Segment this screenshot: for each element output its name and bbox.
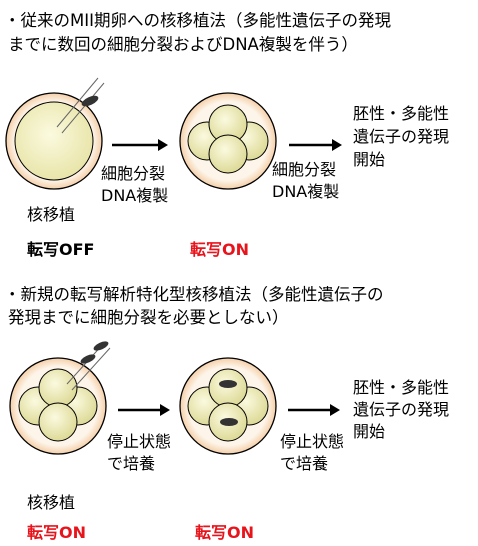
section2-result-line1: 胚性・多能性	[353, 378, 450, 397]
section1-arrow1-label-line1: 細胞分裂	[101, 164, 166, 183]
section2-result-line3: 開始	[353, 422, 386, 441]
four-cell-oocyte-2	[9, 357, 107, 455]
nucleus-3	[219, 380, 237, 388]
section1-arrow1-label-line2: DNA複製	[101, 186, 169, 205]
section2-arrow1-label-line1: 停止状態	[107, 432, 172, 451]
section1-result-line3: 開始	[353, 150, 386, 169]
arrow-1	[112, 139, 168, 151]
section1-caption: 核移植	[27, 205, 76, 224]
section1-arrow2-label-line1: 細胞分裂	[272, 160, 337, 179]
four-cell-embryo-1	[179, 92, 277, 190]
nucleus-4	[220, 418, 238, 426]
section2-arrow2-label-line1: 停止状態	[280, 432, 345, 451]
section1-heading-line1: ・従来のMII期卵への核移植法（多能性遺伝子の発現	[4, 11, 391, 30]
section1-arrow2-label-line2: DNA複製	[272, 182, 340, 201]
injection-pipette-2	[66, 341, 111, 391]
nucleus-1	[81, 95, 99, 107]
arrow-3	[118, 404, 170, 416]
section1-result-line2: 遺伝子の発現	[353, 127, 450, 146]
section1-heading-line2: までに数回の細胞分裂およびDNA複製を伴う）	[8, 35, 358, 54]
mii-oocyte-1	[5, 92, 103, 190]
section2-arrow1-label-line2: で培養	[107, 454, 156, 473]
section2-heading-line2: 発現までに細胞分裂を必要としない）	[8, 308, 289, 327]
arrow-4	[288, 404, 340, 416]
section1-status1: 転写OFF	[27, 240, 95, 259]
section2-caption: 核移植	[27, 493, 76, 512]
nucleus-2a	[80, 354, 96, 364]
nucleus-2b	[93, 341, 109, 351]
section2-status2: 転写ON	[195, 523, 254, 542]
section1-result-line1: 胚性・多能性	[353, 104, 450, 123]
four-cell-embryo-2	[179, 357, 277, 455]
section2-heading-line1: ・新規の転写解析特化型核移植法（多能性遺伝子の	[4, 285, 384, 304]
section2-result-line2: 遺伝子の発現	[353, 400, 450, 419]
section2-arrow2-label-line2: で培養	[280, 454, 329, 473]
section1-status2: 転写ON	[190, 240, 249, 259]
injection-pipette-1	[56, 77, 105, 134]
arrow-2	[289, 139, 342, 151]
section2-status1: 転写ON	[27, 523, 86, 542]
